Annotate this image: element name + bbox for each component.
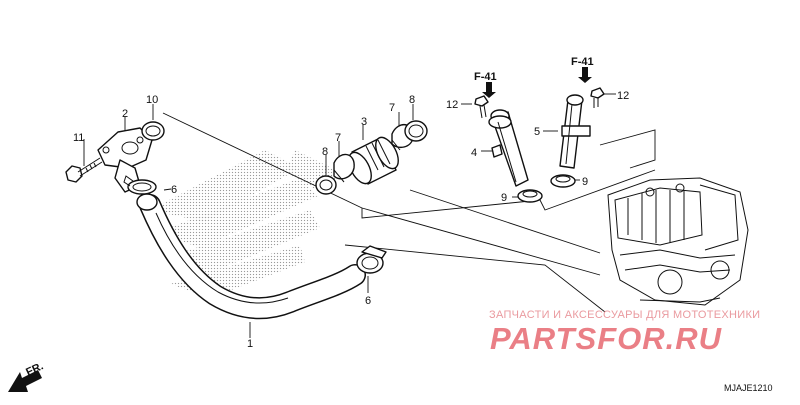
- ref-f41-right: F-41: [571, 56, 594, 68]
- bolt-12-right: [590, 87, 605, 108]
- callout-3: 3: [361, 116, 367, 128]
- ref-f41-left: F-41: [474, 71, 497, 83]
- f41-left-arrow-icon: [482, 82, 496, 98]
- callout-2: 2: [122, 108, 128, 120]
- grommet-left: [517, 189, 543, 203]
- callout-8-right: 8: [409, 94, 415, 106]
- callout-8-left: 8: [322, 146, 328, 158]
- water-pipe-left: [488, 109, 529, 187]
- hose-clamp-lower: [356, 245, 387, 274]
- callout-9-left: 9: [501, 192, 507, 204]
- callout-12-left: 12: [446, 99, 458, 111]
- f41-right-arrow-icon: [578, 67, 592, 83]
- o-ring-10: [141, 121, 165, 141]
- water-outlet-joint: [97, 127, 153, 193]
- callout-1: 1: [247, 338, 253, 350]
- leader-lines: [83, 93, 656, 338]
- hose-clamp-upper: [123, 175, 157, 195]
- callout-5: 5: [534, 126, 540, 138]
- bolt-12-left: [474, 95, 489, 119]
- watermark-tagline: ЗАПЧАСТИ И АКСЕССУАРЫ ДЛЯ МОТОТЕХНИКИ: [489, 309, 760, 321]
- callout-7-left: 7: [335, 132, 341, 144]
- o-ring-8-right: [404, 120, 428, 142]
- band-clamp-left: [333, 153, 355, 183]
- grommet-right: [550, 174, 576, 188]
- front-direction-arrow-icon: [8, 370, 42, 392]
- watermark-logo: PARTSFOR.RU: [490, 321, 723, 356]
- callout-12-right: 12: [617, 90, 629, 102]
- water-hose: [136, 193, 366, 320]
- bolt-11: [65, 157, 103, 183]
- callout-4: 4: [471, 147, 477, 159]
- front-direction-label: FR.: [24, 360, 45, 378]
- callout-6-lower: 6: [365, 295, 371, 307]
- callout-10: 10: [146, 94, 158, 106]
- callout-7-right: 7: [389, 102, 395, 114]
- callout-9-right: 9: [582, 176, 588, 188]
- callout-6-upper: 6: [171, 184, 177, 196]
- joint-rubber: [348, 136, 399, 185]
- engine-illustration: [607, 177, 749, 306]
- diagram-code: MJAJE1210: [724, 383, 773, 393]
- callout-11: 11: [73, 132, 84, 144]
- water-pipe-right: [559, 94, 591, 169]
- o-ring-8-left: [315, 175, 337, 195]
